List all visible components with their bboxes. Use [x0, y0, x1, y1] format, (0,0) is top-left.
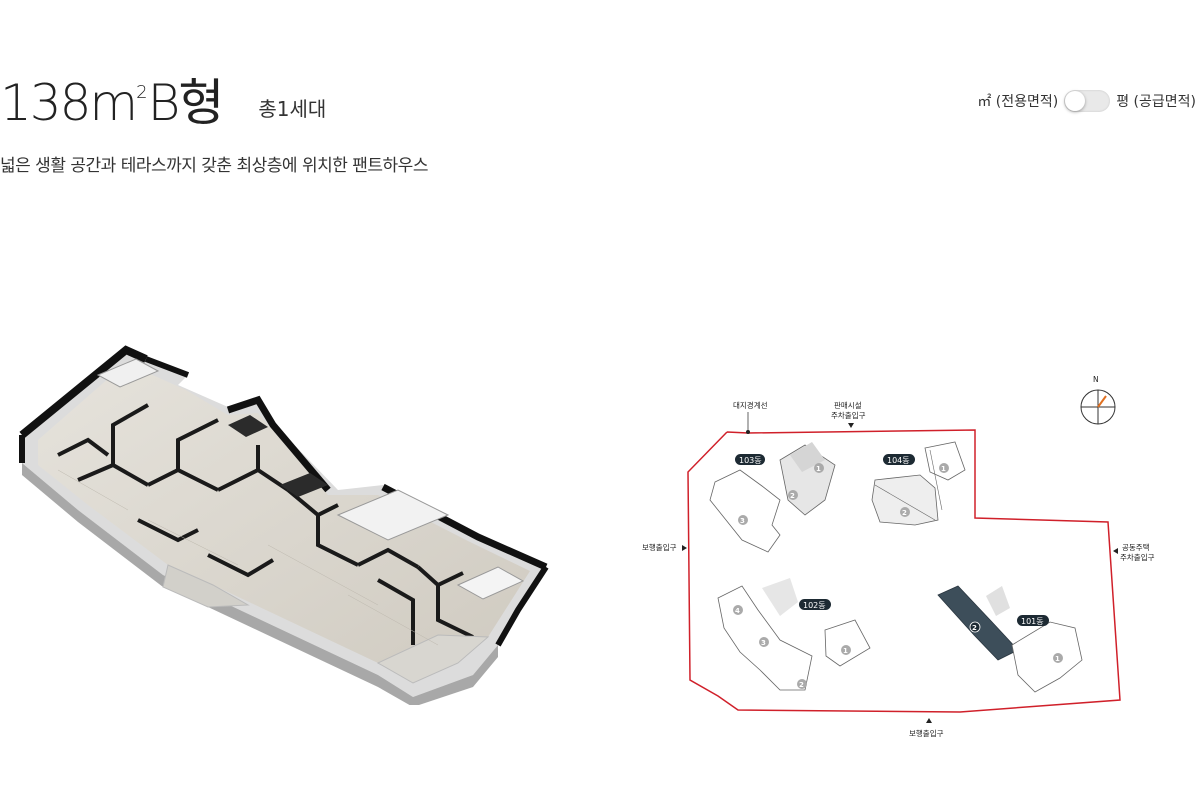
- building-103-pill: [735, 454, 765, 465]
- type-suffix: B형: [147, 74, 225, 132]
- boundary-label: 대지경계선: [733, 400, 768, 410]
- compass-icon: N: [1080, 375, 1116, 425]
- line-num: 4: [735, 607, 740, 615]
- building-104[interactable]: 104동 1 2: [871, 441, 966, 526]
- building-101[interactable]: 101동 1 2: [937, 585, 1083, 693]
- switch-knob[interactable]: [1065, 91, 1086, 111]
- area-unit-toggle: ㎡ (전용면적) 평 (공급면적): [977, 90, 1196, 112]
- pedestrian-entrance-bottom: 보행출입구: [909, 728, 944, 738]
- building-101-label: 101동: [1021, 617, 1044, 626]
- building-101-pill: [1017, 615, 1049, 626]
- page-title: 138m2B형: [0, 78, 224, 128]
- toggle-right-label[interactable]: 평 (공급면적): [1116, 94, 1196, 110]
- building-104-pill: [883, 454, 915, 465]
- building-103-label: 103동: [739, 456, 762, 465]
- building-103[interactable]: 103동 1 2 3: [709, 442, 836, 553]
- title-area: 138m2B형 총1세대: [0, 78, 326, 128]
- retail-label-1: 판매시설: [834, 401, 862, 410]
- line-num: 2: [902, 509, 907, 517]
- line-num: 1: [843, 647, 848, 655]
- line-num: 3: [761, 639, 766, 647]
- building-102-pill: [799, 599, 831, 610]
- page-description: 넓은 생활 공간과 테라스까지 갖춘 최상층에 위치한 팬트하우스: [0, 156, 428, 176]
- line-num: 1: [1055, 655, 1060, 663]
- compass-north-label: N: [1093, 375, 1099, 384]
- building-102-label: 102동: [803, 601, 826, 610]
- line-num: 1: [816, 465, 821, 473]
- apt-parking-label-1: 공동주택: [1122, 542, 1150, 552]
- line-num: 3: [740, 517, 745, 525]
- apt-parking-label-2: 주차출입구: [1120, 552, 1155, 562]
- toggle-left-label[interactable]: ㎡ (전용면적): [977, 94, 1059, 110]
- unit-count: 총1세대: [258, 97, 327, 121]
- type-prefix: 138m: [0, 74, 138, 132]
- retail-label-2: 주차출입구: [831, 410, 866, 420]
- unit-switch[interactable]: [1064, 90, 1111, 112]
- line-num: 2: [799, 681, 804, 689]
- building-104-label: 104동: [887, 456, 910, 465]
- line-num: 2: [790, 492, 795, 500]
- floorplan-3d-image: [19, 345, 549, 705]
- siteplan-map: N 대지경계선 판매시설 주차출입구 보행출입구 공동주택 주차출입구 보행출입…: [642, 375, 1155, 738]
- pedestrian-entrance-left: 보행출입구: [642, 542, 677, 552]
- building-102[interactable]: 102동 1 2 3 4: [717, 578, 871, 691]
- line-num: 2: [972, 624, 977, 632]
- line-num: 1: [941, 465, 946, 473]
- type-superscript: 2: [136, 82, 148, 103]
- site-boundary: [687, 429, 1121, 713]
